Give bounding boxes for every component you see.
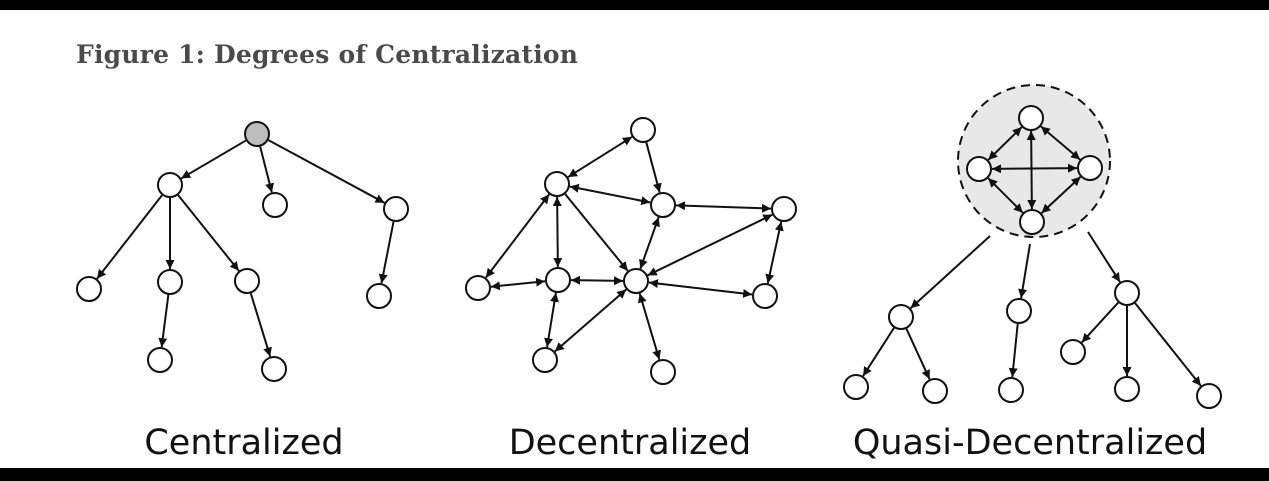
bidirectional-edge-q_left-q_right: [991, 163, 1078, 174]
node-d5: [465, 275, 491, 301]
directed-edge-q_c-q_c2: [1134, 302, 1202, 387]
bidirectional-edge-d1-d2: [567, 136, 633, 178]
bidirectional-edge-q_top-q_left: [987, 126, 1023, 161]
node-d10: [650, 359, 676, 385]
bidirectional-edge-d7-d9: [554, 288, 627, 353]
node-d9: [532, 347, 558, 373]
node-d2: [544, 171, 570, 197]
bidirectional-edge-d2-d5: [485, 193, 550, 279]
node-q_c2: [1196, 383, 1222, 409]
node-c_h: [147, 347, 173, 373]
directed-edge-c_root-c_a: [180, 139, 247, 180]
node-c_i: [261, 356, 287, 382]
network-diagram: [76, 84, 1222, 409]
node-c_b: [262, 192, 288, 218]
node-c_a: [157, 172, 183, 198]
bidirectional-edge-d5-d6: [490, 277, 546, 291]
node-d7: [623, 268, 649, 294]
bidirectional-edge-q_top-q_right: [1040, 125, 1081, 161]
node-c_g: [366, 283, 392, 309]
bidirectional-edge-d7-d10: [637, 293, 662, 360]
quasi-decentralized-label: Quasi-Decentralized: [852, 423, 1208, 463]
node-c_e: [157, 269, 183, 295]
directed-edge-q_a-q_a1: [862, 327, 895, 377]
bidirectional-edge-d3-d4: [675, 201, 772, 213]
centralized-label: Centralized: [144, 423, 344, 463]
node-d3: [650, 192, 676, 218]
bidirectional-edge-d4-d8: [765, 221, 784, 284]
bidirectional-edge-d2-d3: [569, 183, 651, 206]
directed-edge-c_c-c_g: [378, 221, 395, 284]
directed-edge-d1-d3: [645, 142, 662, 193]
node-q_bot: [1019, 209, 1045, 235]
node-d8: [752, 283, 778, 309]
directed-edge-q_c-q_c0: [1081, 301, 1119, 344]
bidirectional-edge-q_left-q_bot: [987, 177, 1024, 214]
root-node-c_root: [244, 121, 270, 147]
bidirectional-edge-q_right-q_bot: [1040, 176, 1082, 214]
bidirectional-edge-d3-d7: [639, 216, 660, 270]
node-q_a: [888, 304, 914, 330]
node-c_c: [383, 196, 409, 222]
cluster-edge-q_c: [1087, 231, 1121, 283]
node-q_c: [1114, 280, 1140, 306]
directed-edge-c_f-c_i: [249, 293, 272, 357]
node-c_d: [76, 276, 102, 302]
node-q_b: [1006, 298, 1032, 324]
decentralized-label: Decentralized: [508, 423, 752, 463]
bidirectional-edge-d6-d9: [544, 292, 559, 348]
directed-edge-c_e-c_h: [158, 294, 170, 348]
node-q_a2: [922, 378, 948, 404]
directed-edge-q_b-q_b1: [1008, 323, 1019, 378]
cluster-edge-q_b: [1018, 243, 1031, 299]
node-q_top: [1018, 105, 1044, 131]
cluster-edge-q_a: [909, 235, 991, 309]
directed-edge-c_root-c_b: [259, 146, 274, 193]
node-c_f: [234, 268, 260, 294]
node-q_b1: [998, 377, 1024, 403]
directed-edge-q_a-q_a2: [905, 328, 931, 380]
bidirectional-edge-d4-d7: [647, 213, 773, 277]
edges: [96, 125, 1202, 387]
bidirectional-edge-d2-d6: [552, 196, 563, 268]
directed-edge-c_a-c_d: [96, 194, 163, 280]
node-q_left: [966, 156, 992, 182]
figure: Figure 1: Degrees of Centralization Cent…: [0, 10, 1269, 468]
bidirectional-edge-d7-d8: [648, 279, 753, 298]
nodes: [76, 105, 1222, 409]
node-q_c0: [1060, 339, 1086, 365]
directed-edge-c_a-c_f: [177, 194, 240, 272]
directed-edge-c_root-c_c: [267, 139, 386, 204]
directed-edge-d2-d7: [564, 193, 629, 272]
node-q_right: [1077, 155, 1103, 181]
bidirectional-edge-d6-d7: [570, 275, 624, 286]
bidirectional-edge-q_top-q_bot: [1026, 130, 1037, 210]
figure-title: Figure 1: Degrees of Centralization: [76, 40, 579, 69]
node-d1: [630, 117, 656, 143]
node-q_a1: [843, 374, 869, 400]
node-q_c1: [1114, 376, 1140, 402]
node-d6: [545, 267, 571, 293]
node-d4: [771, 196, 797, 222]
